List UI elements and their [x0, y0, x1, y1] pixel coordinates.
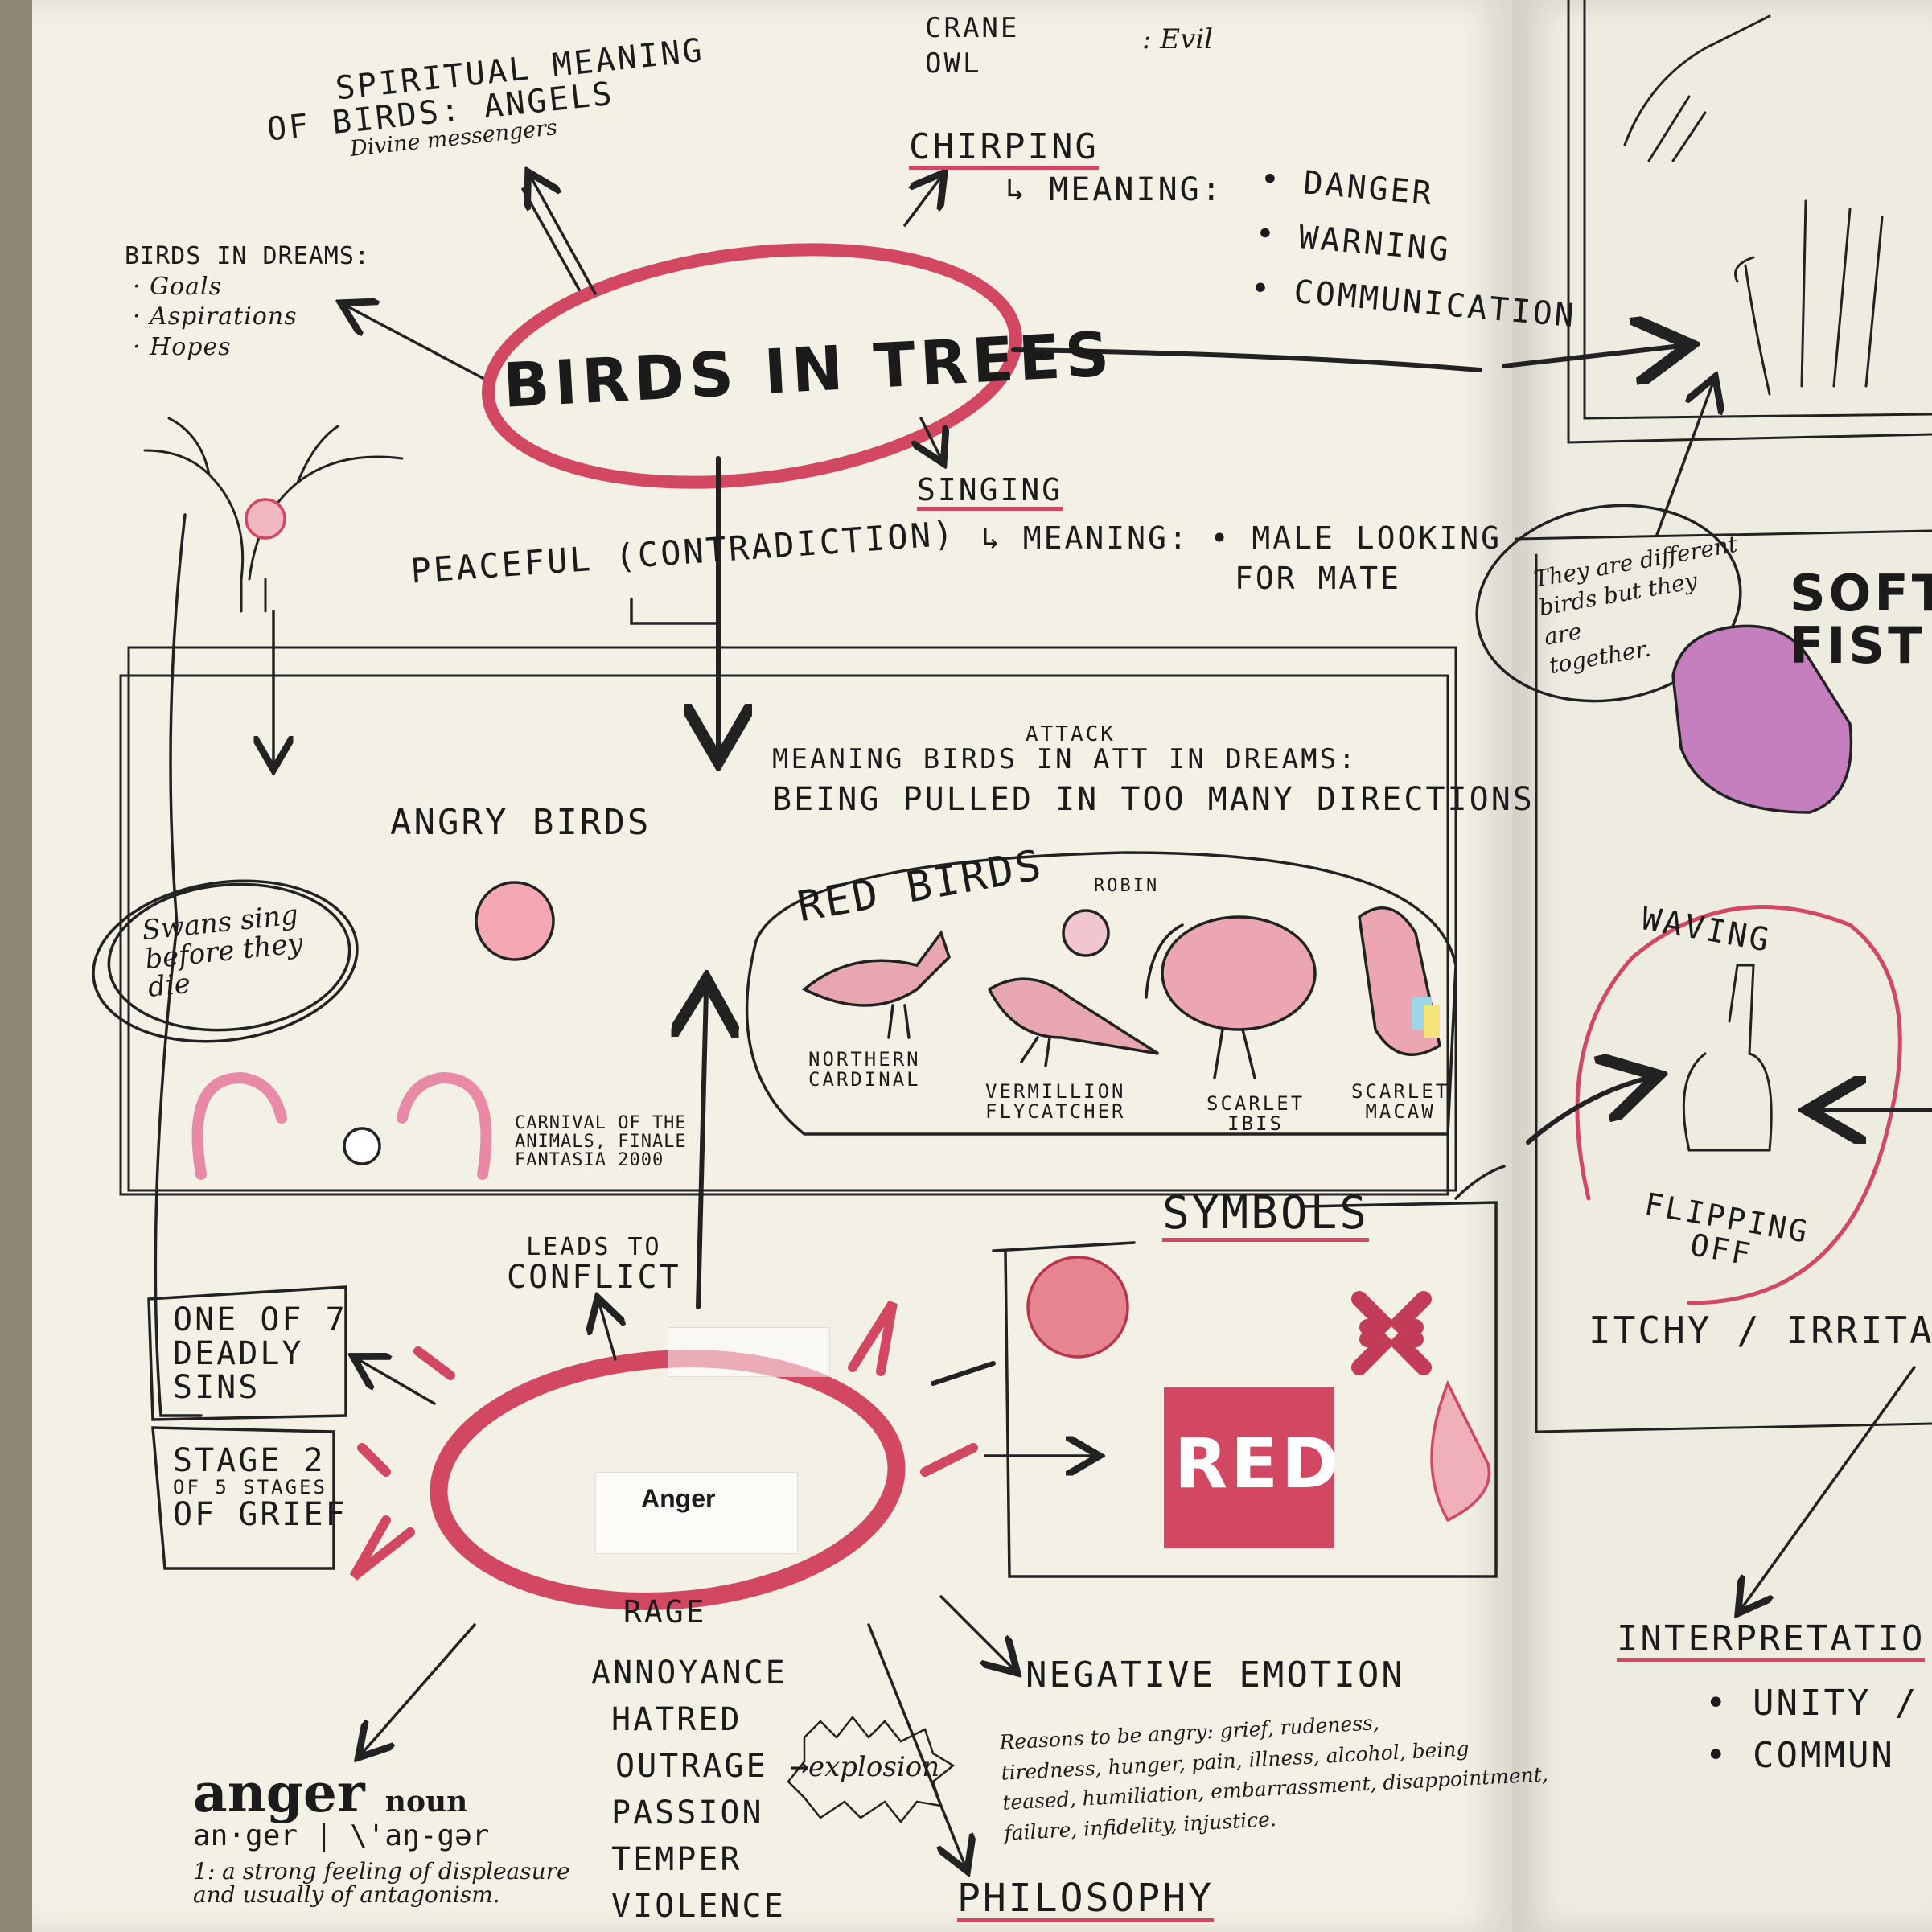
explosion-word: explosion — [808, 1751, 940, 1783]
red-symbol-text: RED — [1174, 1424, 1342, 1504]
swans-note: Swans sing before they die — [140, 898, 305, 1005]
interpretation-items: • UNITY / I • COMMUN — [1705, 1683, 1932, 1776]
flycatcher-label: VERMILLION FLYCATCHER — [985, 1080, 1126, 1124]
negative-emotion-heading: NEGATIVE EMOTION — [1026, 1655, 1405, 1696]
anger-label: Anger — [641, 1484, 716, 1513]
singing-heading: SINGING — [917, 474, 1063, 511]
carnival-note: CARNIVAL OF THE ANIMALS, FINALE FANTASIA… — [515, 1113, 687, 1171]
top-bird-list: CRANE OWL — [925, 12, 1020, 80]
emotion-list: ANNOYANCE HATRED OUTRAGE → PASSION TEMPE… — [591, 1655, 812, 1925]
chirping-meaning: ↳ MEANING: — [1005, 171, 1223, 208]
chirping-items: • DANGER • WARNING • COMMUNICATION — [1248, 160, 1578, 335]
singing-meaning-2: FOR MATE — [1235, 561, 1402, 596]
chirping-heading: CHIRPING — [909, 128, 1099, 171]
birds-in-dreams: BIRDS IN DREAMS: · Goals · Aspirations ·… — [125, 242, 370, 361]
anger-label-sticker — [595, 1472, 798, 1554]
anger-definition: anger noun an·ger | \'aŋ-gər 1: a strong… — [193, 1761, 570, 1909]
attack-note: ATTACK MEANING BIRDS IN ATT IN DREAMS: B… — [772, 722, 1535, 818]
ibis-label: SCARLET IBIS — [1206, 1092, 1305, 1136]
stage-of-grief: STAGE 2 OF 5 STAGES OF GRIEF — [173, 1442, 347, 1534]
leads-to-conflict: LEADS TO CONFLICT — [507, 1233, 681, 1296]
tape-strip — [668, 1327, 830, 1377]
angry-birds-label: ANGRY BIRDS — [390, 802, 652, 843]
itchy-label: ITCHY / IRRITABLE — [1589, 1309, 1932, 1352]
philosophy-heading: PHILOSOPHY — [957, 1878, 1214, 1923]
deadly-sins: ONE OF 7 DEADLY SINS — [173, 1301, 347, 1406]
rage-label: RAGE — [623, 1594, 707, 1630]
top-meaning-list: : Evil — [1142, 23, 1214, 55]
soft-fist-heading: SOFT FIST — [1790, 564, 1932, 676]
robin-label: ROBIN — [1094, 876, 1160, 896]
symbols-heading: SYMBOLS — [1162, 1190, 1370, 1242]
macaw-label: SCARLET MACAW — [1351, 1080, 1450, 1124]
interpretation-heading: INTERPRETATIO — [1617, 1620, 1926, 1663]
cardinal-label: NORTHERN CARDINAL — [808, 1048, 921, 1091]
singing-meaning: ↳ MEANING: • MALE LOOKING — [981, 520, 1502, 556]
